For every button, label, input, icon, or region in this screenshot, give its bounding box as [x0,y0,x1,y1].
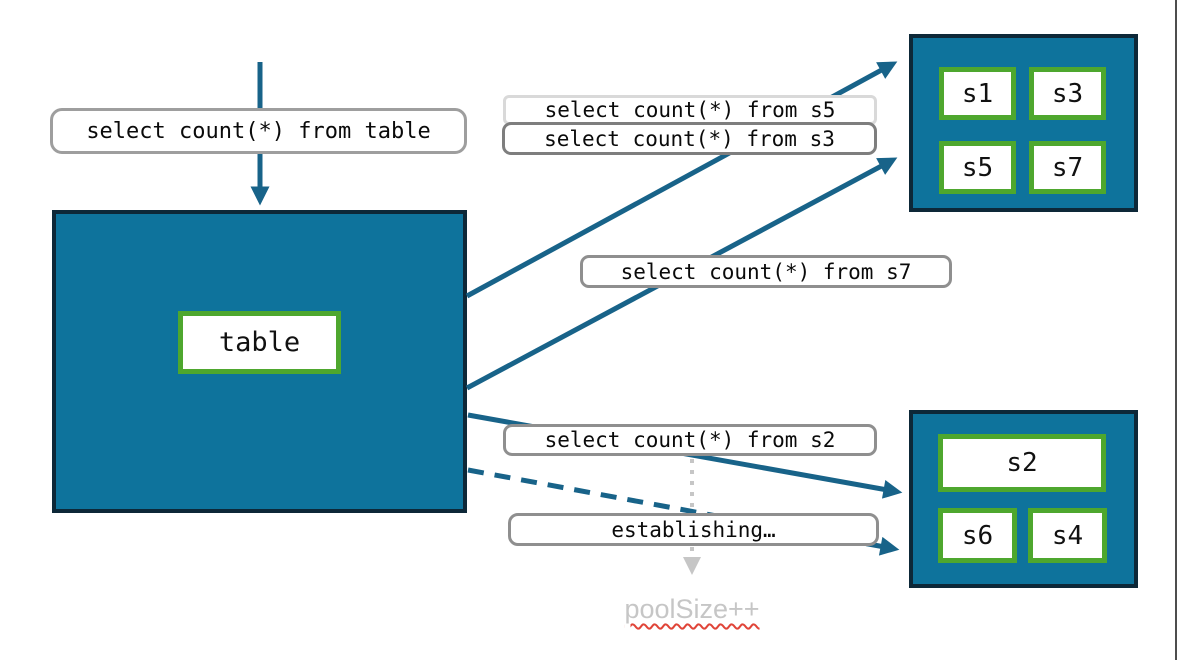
query-text: select count(*) from s3 [544,126,835,151]
shard-box-s1: s1 [939,67,1016,120]
shard-label: s4 [1051,520,1084,551]
shard-box-s6: s6 [938,508,1017,563]
query-label-table: select count(*) from table [50,108,467,154]
query-label-s5: select count(*) from s5 [503,95,877,125]
pool-size-text: poolSize++ [624,594,760,624]
table-node-label-box: table [178,311,341,374]
shard-label: s5 [961,152,994,183]
shard-label: s7 [1051,152,1084,183]
shard-label: s2 [1006,448,1038,478]
status-text: establishing… [611,517,776,542]
table-node: table [52,210,467,513]
shard-label: s1 [961,78,994,109]
shard-label: s6 [961,520,994,551]
canvas-edge-line [1175,0,1177,660]
shard-box-s2: s2 [938,434,1106,492]
query-text: select count(*) from s2 [544,428,836,452]
shard-label: s3 [1051,78,1084,109]
query-label-s3: select count(*) from s3 [502,122,877,155]
shard-box-s5: s5 [939,141,1016,194]
query-label-s2: select count(*) from s2 [503,424,877,456]
shard-box-s7: s7 [1029,141,1106,194]
shard-box-s4: s4 [1028,508,1107,563]
query-label-s7: select count(*) from s7 [580,255,952,288]
query-text: select count(*) from table [86,118,431,144]
table-node-label: table [218,327,301,358]
shard-group-bottom: s2 s6 s4 [909,410,1138,588]
status-label-establishing: establishing… [508,513,879,546]
query-text: select count(*) from s7 [620,259,912,284]
shard-group-top: s1 s3 s5 s7 [909,34,1138,212]
shard-box-s3: s3 [1029,67,1106,120]
query-text: select count(*) from s5 [544,98,836,122]
